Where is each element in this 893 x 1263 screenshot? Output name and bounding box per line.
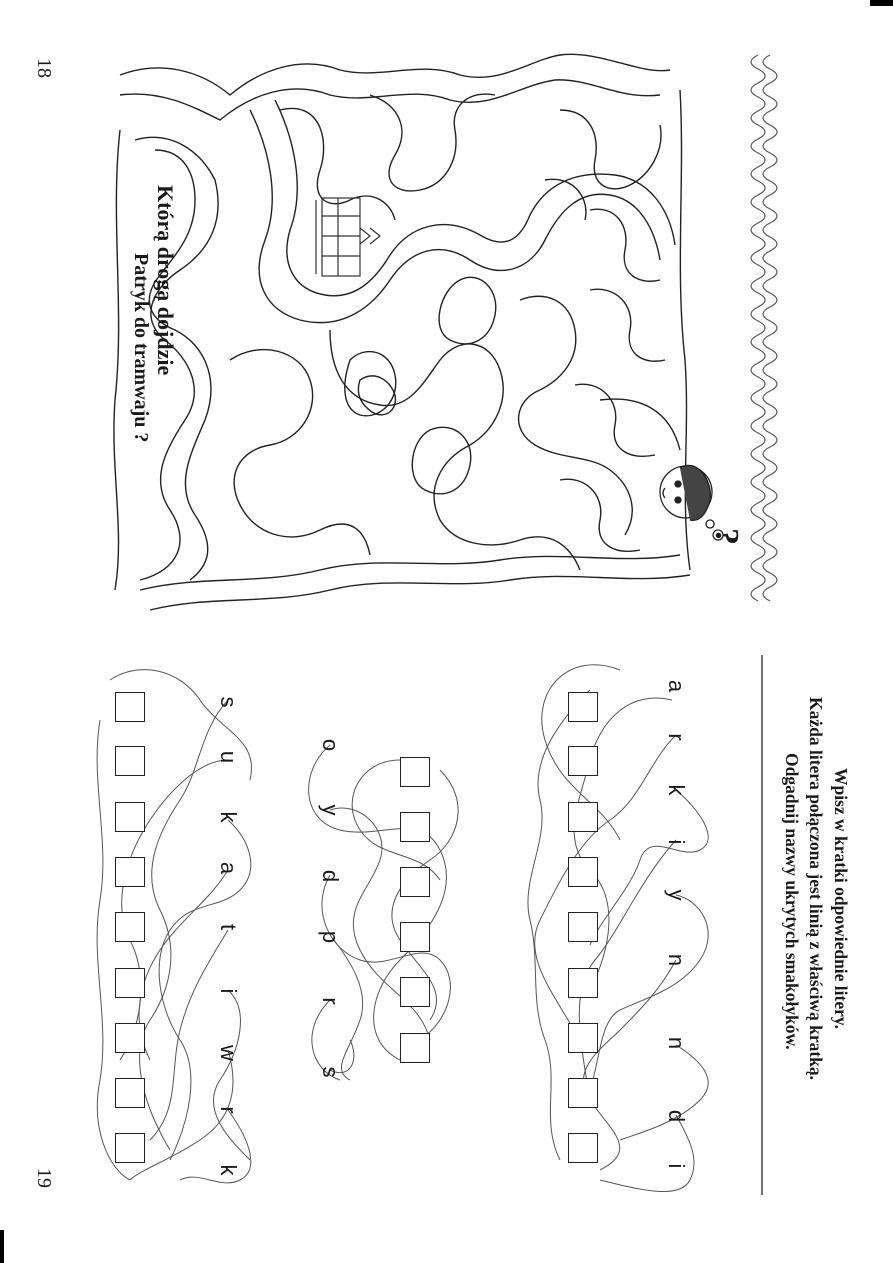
wavy-border	[762, 54, 778, 602]
word3-answer-box[interactable]	[115, 1133, 145, 1163]
word2-answer-box[interactable]	[400, 867, 430, 897]
word3-answer-box[interactable]	[115, 746, 145, 776]
word3-letter: a	[216, 861, 241, 875]
word1-letter: k	[664, 784, 689, 796]
word3-letter: i	[216, 988, 241, 994]
word1-answer-box[interactable]	[568, 1133, 598, 1163]
instruction-line2: Każda litera połączona jest linią z właś…	[806, 697, 826, 1081]
word1-answer-box[interactable]	[568, 692, 598, 722]
word1-letter: d	[664, 1109, 689, 1123]
word1-answer-box[interactable]	[568, 968, 598, 998]
word2-letter: d	[318, 869, 343, 883]
word2-letter: r	[318, 997, 343, 1005]
tram-icon	[315, 197, 381, 277]
word3-answer-box[interactable]	[115, 1023, 145, 1053]
word1-letter: r	[664, 733, 689, 741]
word3-answer-box[interactable]	[115, 968, 145, 998]
word2-letter: p	[318, 930, 343, 944]
word1-answer-box[interactable]	[568, 912, 598, 942]
word1-answer-box[interactable]	[568, 857, 598, 887]
scan-edge-mark-top-right	[870, 0, 893, 6]
word2-letter: o	[318, 738, 343, 752]
word3-letter: s	[216, 696, 241, 708]
word3-answer-box[interactable]	[115, 912, 145, 942]
word3-letter: k	[216, 811, 241, 823]
word1-letter: n	[664, 953, 689, 967]
word3-answer-box[interactable]	[115, 802, 145, 832]
word3-letter: r	[216, 1106, 241, 1114]
word3-letter: u	[216, 750, 241, 764]
instruction-line1: Wpisz w kratki odpowiednie litery.	[831, 768, 851, 1030]
word1-letter: i	[664, 839, 689, 845]
word3-letter: w	[216, 1045, 241, 1061]
word3-answer-box[interactable]	[115, 692, 145, 722]
question-mark: ?	[708, 528, 745, 545]
boy-face-icon	[659, 464, 724, 541]
word1-letter: a	[664, 679, 689, 693]
maze-title-line2: Patryk do tramwaju ?	[130, 253, 152, 443]
maze-title-line1: Którą drogą dojdzie	[153, 185, 178, 376]
page-number-right: 19	[33, 1168, 55, 1188]
word3-answer-box[interactable]	[115, 1078, 145, 1108]
word2-letter: s	[318, 1066, 343, 1078]
word3-answer-box[interactable]	[115, 857, 145, 887]
word1-letter: y	[664, 889, 689, 901]
word2-answer-box[interactable]	[400, 922, 430, 952]
word2-answer-box[interactable]	[400, 1033, 430, 1063]
word2-letter: y	[318, 804, 343, 816]
word1-letter: n	[664, 1036, 689, 1050]
instruction-line3: Odgadnij nazwy ukrytych smakołyków.	[782, 753, 802, 1050]
word1-letter: i	[664, 1163, 689, 1169]
word1-answer-box[interactable]	[568, 802, 598, 832]
word2-answer-box[interactable]	[400, 757, 430, 787]
scan-edge-mark-bottom-left	[0, 1230, 4, 1263]
word1-answer-box[interactable]	[568, 1023, 598, 1053]
word1-answer-box[interactable]	[568, 1078, 598, 1108]
word2-answer-box[interactable]	[400, 812, 430, 842]
word1-answer-box[interactable]	[568, 746, 598, 776]
page-number-left: 18	[33, 58, 55, 78]
maze	[113, 53, 691, 611]
word2-answer-box[interactable]	[400, 977, 430, 1007]
word3-letter: k	[216, 1164, 241, 1176]
word3-letter: t	[216, 923, 241, 931]
